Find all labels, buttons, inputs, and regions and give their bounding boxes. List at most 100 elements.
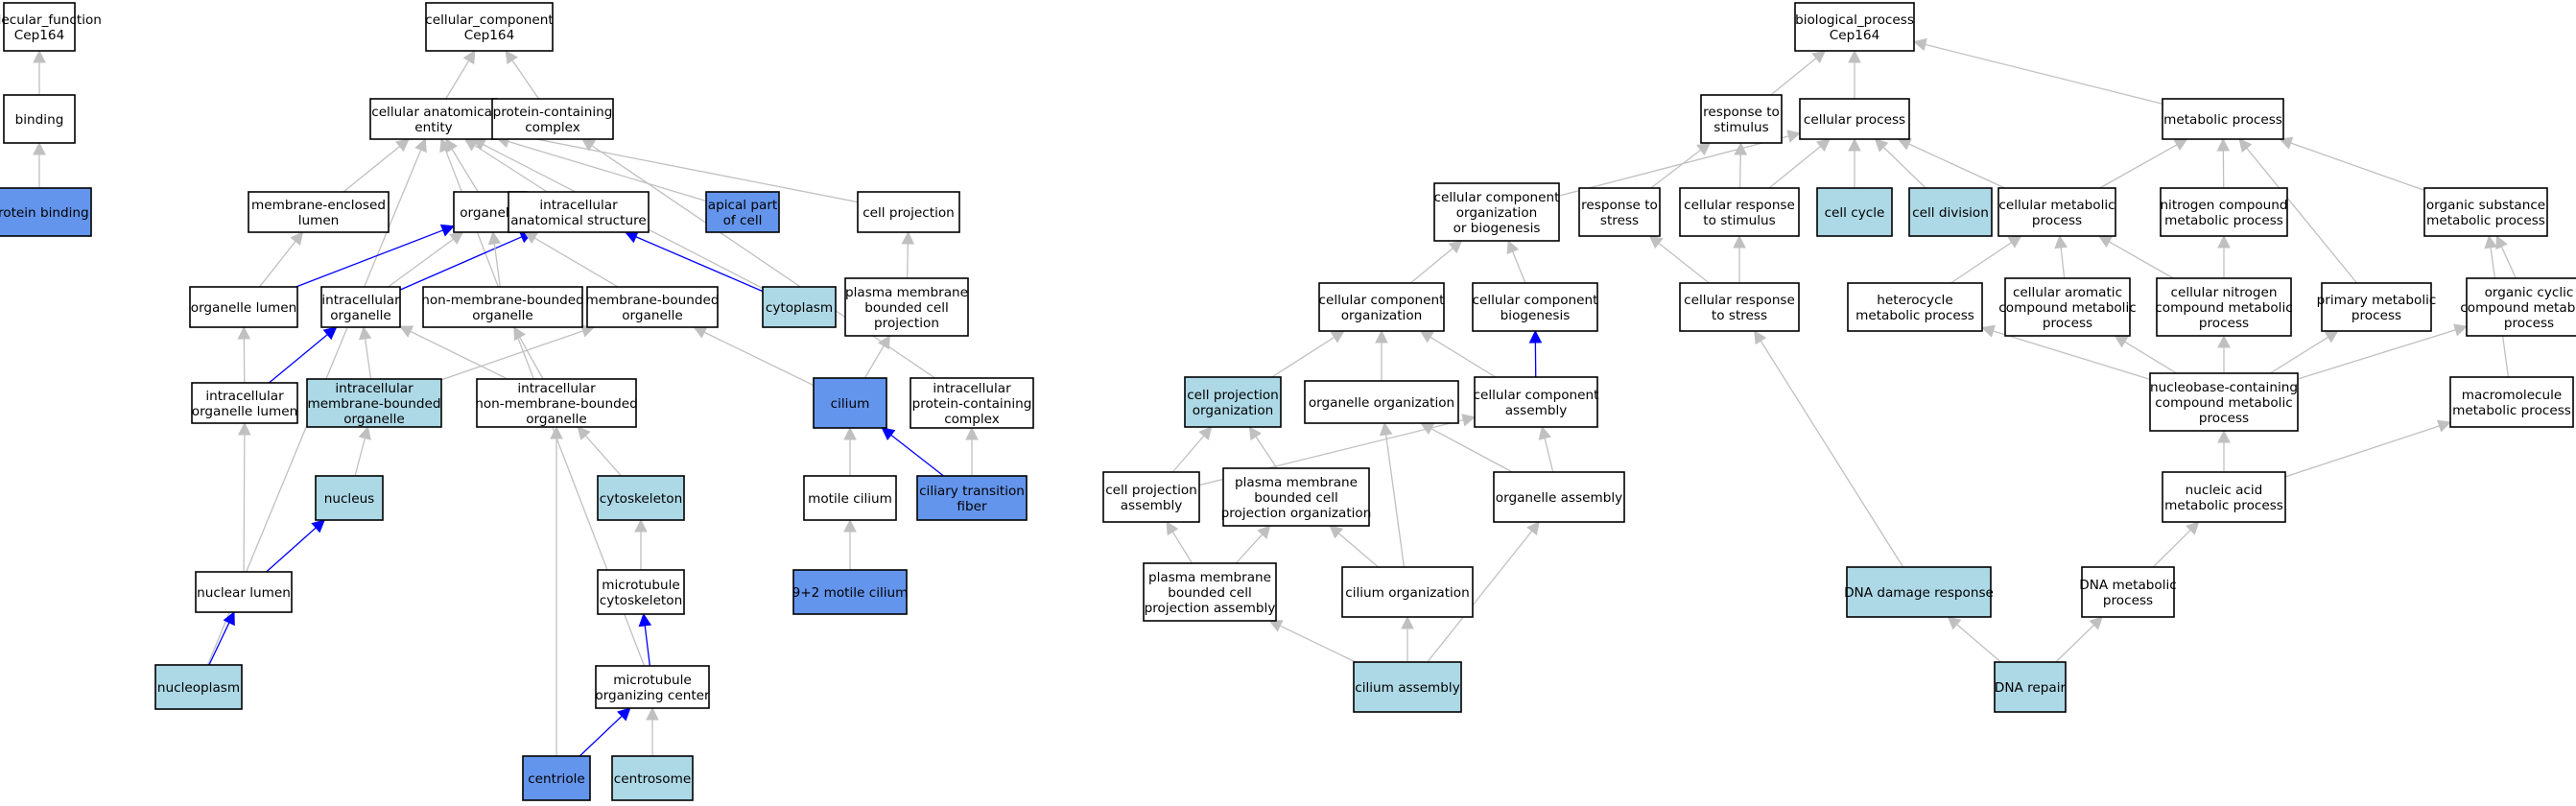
go-term-node-orglumen[interactable]: organelle lumen [189, 286, 298, 328]
node-box [315, 475, 384, 521]
go-term-node-nucleus[interactable]: nucleus [315, 475, 384, 521]
go-term-node-cellproj[interactable]: cell projection [857, 191, 960, 233]
go-term-node-centriole[interactable]: centriole [522, 755, 591, 801]
go-term-node-cytoskeleton[interactable]: cytoskeleton [597, 475, 685, 521]
go-term-node-cellproc[interactable]: cellular process [1799, 98, 1910, 140]
node-label-line: microtubule [613, 673, 691, 688]
go-term-node-motile[interactable]: motile cilium [803, 475, 897, 521]
go-term-node-cellcycle[interactable]: cell cycle [1816, 187, 1893, 237]
go-term-node-nucleoplasm[interactable]: nucleoplasm [154, 664, 243, 710]
edge-arrowhead [843, 518, 857, 533]
go-term-node-cytoplasm[interactable]: cytoplasm [762, 286, 837, 328]
edge-arrowhead [646, 706, 659, 721]
go-term-node-dnarepair[interactable]: DNA repair [1994, 661, 2067, 713]
go-term-node-binding[interactable]: binding [3, 94, 76, 144]
edge-arrowhead [1848, 49, 1861, 63]
edge-arrowhead [462, 50, 476, 65]
edge-arrowhead [33, 141, 46, 155]
go-term-node-nuclumen[interactable]: nuclear lumen [195, 571, 293, 613]
edge-pmbcpa-to-cpa [1166, 521, 1193, 564]
go-term-node-orgasm[interactable]: organelle assembly [1493, 471, 1625, 523]
node-label-line: intracellular [335, 381, 414, 396]
node-label-line: organelle [343, 412, 405, 427]
edge-ccb-to-ccob [1506, 239, 1526, 284]
go-term-node-ciliumasm[interactable]: cilium assembly [1353, 661, 1462, 713]
edge-line [890, 434, 944, 477]
edge-arrowhead [2217, 429, 2231, 443]
go-term-node-protein-binding[interactable]: protein binding [0, 187, 92, 237]
node-label-line: process [2103, 593, 2153, 608]
go-term-node-cilium[interactable]: cilium [813, 377, 887, 429]
go-term-node-ciliumorg[interactable]: cilium organization [1341, 566, 1474, 618]
node-label-line: to stress [1712, 308, 1767, 323]
edge-cacmp-to-cmp [2054, 234, 2068, 279]
go-term-node-orgorg[interactable]: organelle organization [1304, 380, 1459, 424]
go-term-node-inmbo[interactable]: intracellularnon-membrane-boundedorganel… [475, 378, 638, 428]
edge-arrowhead [358, 425, 371, 440]
go-term-node-motile92[interactable]: 9+2 motile cilium [792, 569, 909, 615]
edge-nucleoplasm-to-nuclumen [208, 610, 235, 666]
edge-arrowhead [1257, 525, 1271, 539]
node-box [189, 286, 298, 328]
node-label-line: organelle [460, 205, 521, 221]
edge-inmbo-to-nmbo [513, 326, 544, 380]
go-term-node-celldiv[interactable]: cell division [1908, 187, 1993, 237]
edge-orgasm-to-cca [1538, 425, 1554, 473]
node-box [2423, 187, 2548, 237]
edge-arrowhead [2216, 137, 2231, 152]
edge-arrowhead [2114, 335, 2129, 348]
go-term-node-centrosome[interactable]: centrosome [611, 755, 694, 801]
edge-arrowhead [1330, 330, 1345, 344]
edge-line [445, 59, 470, 100]
node-label-line: process [2032, 213, 2082, 228]
node-label-line: organelle [622, 308, 683, 323]
edge-arrowhead [1419, 330, 1434, 344]
node-box [705, 191, 780, 233]
go-term-node-metproc[interactable]: metabolic process [2162, 98, 2284, 140]
edge-line [440, 330, 583, 381]
go-term-node-ddr[interactable]: DNA damage response [1844, 566, 1994, 618]
